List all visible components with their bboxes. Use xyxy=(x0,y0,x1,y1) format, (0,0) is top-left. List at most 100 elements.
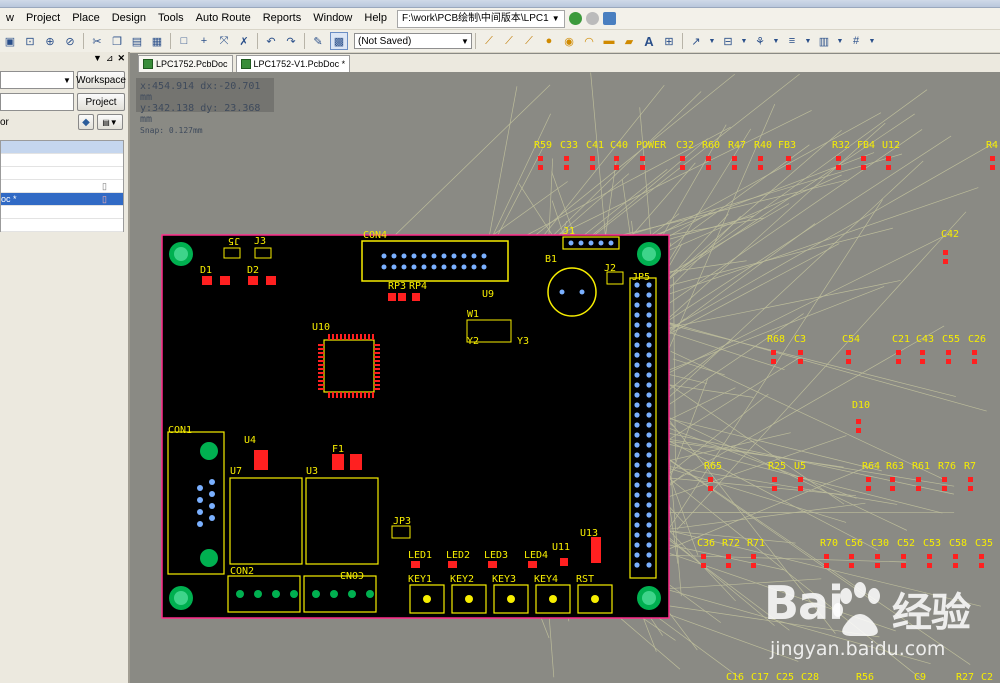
menu-tools[interactable]: Tools xyxy=(157,12,184,24)
chevron-down-icon[interactable]: ▼ xyxy=(836,37,844,45)
con3-footprint[interactable] xyxy=(303,575,377,613)
designator-u13: U13 xyxy=(580,528,598,539)
pcb-canvas[interactable]: R59 C33 C41 C40 POWER C32 R60 R47 R40 FB… xyxy=(130,72,1000,683)
move-selection-icon[interactable]: ⤧ xyxy=(219,34,229,47)
close-icon[interactable]: ✕ xyxy=(117,52,125,63)
polygon-icon[interactable]: ▰ xyxy=(624,35,634,48)
component-placement-icon[interactable]: ⊟ xyxy=(723,35,733,48)
home-icon[interactable] xyxy=(602,12,616,25)
smd-pad xyxy=(836,165,841,170)
key3-footprint[interactable] xyxy=(493,584,529,614)
cross-probe-icon[interactable]: ✎ xyxy=(313,35,323,48)
key4-footprint[interactable] xyxy=(535,584,571,614)
rst-footprint[interactable] xyxy=(577,584,613,614)
browse-component-icon[interactable]: ▩ xyxy=(330,32,348,50)
selected-pcb-document[interactable]: oc *▯ xyxy=(1,193,123,206)
coordinate-icon[interactable]: ⊞ xyxy=(664,35,674,48)
jp3-footprint[interactable] xyxy=(391,525,411,539)
designator-r61: R61 xyxy=(912,461,930,472)
project-button[interactable]: Project xyxy=(77,93,125,111)
con2-footprint[interactable] xyxy=(227,575,301,613)
copy-icon[interactable]: ❐ xyxy=(112,35,122,48)
list-item[interactable] xyxy=(1,219,123,232)
measure-icon[interactable]: ↗ xyxy=(691,35,701,48)
menu-view[interactable]: w xyxy=(6,12,14,24)
deselect-icon[interactable]: ✗ xyxy=(239,35,249,48)
redo-icon[interactable]: ↷ xyxy=(286,35,296,48)
arc-icon[interactable]: ◠ xyxy=(584,35,594,48)
via-icon[interactable]: ◉ xyxy=(564,35,574,48)
chevron-down-icon[interactable]: ▼ xyxy=(772,37,780,45)
b1-battery-footprint[interactable] xyxy=(547,267,597,317)
designator-r64: R64 xyxy=(862,461,880,472)
u10-lpc1752-footprint[interactable] xyxy=(323,339,375,393)
key2-footprint[interactable] xyxy=(451,584,487,614)
route-diff-pair-icon[interactable]: ⟋ xyxy=(525,34,533,47)
zoom-fit-icon[interactable]: ⊕ xyxy=(45,35,55,48)
pcb-editor-surface[interactable]: R59 C33 C41 C40 POWER C32 R60 R47 R40 FB… xyxy=(130,72,1000,683)
j3-footprint[interactable] xyxy=(254,247,272,259)
designator-key1: KEY1 xyxy=(408,574,432,585)
j1-footprint[interactable] xyxy=(562,236,620,250)
menu-place[interactable]: Place xyxy=(72,12,100,24)
open-icon[interactable]: ▣ xyxy=(4,35,16,48)
string-icon[interactable]: A xyxy=(644,33,654,49)
zoom-selected-icon[interactable]: ⊘ xyxy=(65,35,75,48)
rubber-stamp-icon[interactable]: ▦ xyxy=(151,35,163,48)
list-item[interactable]: ▯ xyxy=(1,180,123,193)
menu-reports[interactable]: Reports xyxy=(262,12,302,24)
jp5-header-footprint[interactable] xyxy=(629,277,657,579)
grid-icon[interactable]: # xyxy=(852,35,860,47)
save-status-combo[interactable]: (Not Saved) ▼ xyxy=(354,33,472,49)
menu-project[interactable]: Project xyxy=(25,12,61,24)
pin-icon[interactable]: ⊿ xyxy=(105,52,114,63)
con1-db9-footprint[interactable] xyxy=(167,431,225,575)
workspace-button[interactable]: Workspace xyxy=(76,71,126,89)
paste-icon[interactable]: ▤ xyxy=(131,35,143,48)
list-item[interactable] xyxy=(1,154,123,167)
tab-lpc1752-pcbdoc[interactable]: LPC1752.PcbDoc xyxy=(138,55,233,72)
key1-footprint[interactable] xyxy=(409,584,445,614)
j5-footprint[interactable] xyxy=(223,247,241,259)
project-tree[interactable]: ▯ oc *▯ xyxy=(0,140,124,232)
w1-footprint[interactable] xyxy=(466,319,512,343)
forward-icon[interactable] xyxy=(585,12,599,25)
project-options-icon[interactable]: ▤▼ xyxy=(97,114,123,130)
project-input[interactable] xyxy=(0,93,74,111)
menu-window[interactable]: Window xyxy=(313,12,353,24)
list-item[interactable] xyxy=(1,167,123,180)
back-icon[interactable] xyxy=(568,12,582,25)
cut-icon[interactable]: ✂ xyxy=(92,35,102,48)
pad-icon[interactable]: ● xyxy=(545,35,553,47)
j2-footprint[interactable] xyxy=(606,271,624,285)
move-icon[interactable]: + xyxy=(200,35,208,47)
fill-icon[interactable]: ▬ xyxy=(603,35,615,47)
interactive-route-icon[interactable]: ⟋ xyxy=(485,34,493,47)
highlight-icon[interactable]: ⚘ xyxy=(755,35,765,48)
smd-pad xyxy=(798,350,803,355)
chevron-down-icon[interactable]: ▼ xyxy=(868,37,876,45)
rooms-icon[interactable]: ▥ xyxy=(818,35,830,48)
chevron-down-icon[interactable]: ▼ xyxy=(708,37,716,45)
chevron-down-icon[interactable]: ▼ xyxy=(804,37,812,45)
u3-footprint[interactable] xyxy=(305,477,379,565)
select-area-icon[interactable]: □ xyxy=(180,35,188,47)
menu-help[interactable]: Help xyxy=(364,12,387,24)
menu-auto-route[interactable]: Auto Route xyxy=(195,12,251,24)
u7-footprint[interactable] xyxy=(229,477,303,565)
route-multiple-icon[interactable]: ⟋ xyxy=(505,34,513,47)
zoom-area-icon[interactable]: ⊡ xyxy=(25,35,35,48)
smd-pad xyxy=(856,428,861,433)
workspace-select[interactable]: ▼ xyxy=(0,71,74,89)
document-path-dropdown[interactable]: F:\work\PCB绘制\中间版本\LPC1 ▼ xyxy=(397,9,565,28)
menu-design[interactable]: Design xyxy=(111,12,146,24)
tab-lpc1752-v1-pcbdoc[interactable]: LPC1752-V1.PcbDoc * xyxy=(235,55,351,72)
panel-menu-icon[interactable]: ▼ xyxy=(92,53,102,63)
con4-footprint[interactable] xyxy=(361,240,509,282)
align-icon[interactable]: ≡ xyxy=(788,35,796,47)
list-item[interactable] xyxy=(1,206,123,219)
smd-pad xyxy=(896,359,901,364)
undo-icon[interactable]: ↶ xyxy=(266,35,276,48)
compile-icon[interactable]: ◆ xyxy=(78,114,94,130)
chevron-down-icon[interactable]: ▼ xyxy=(740,37,748,45)
